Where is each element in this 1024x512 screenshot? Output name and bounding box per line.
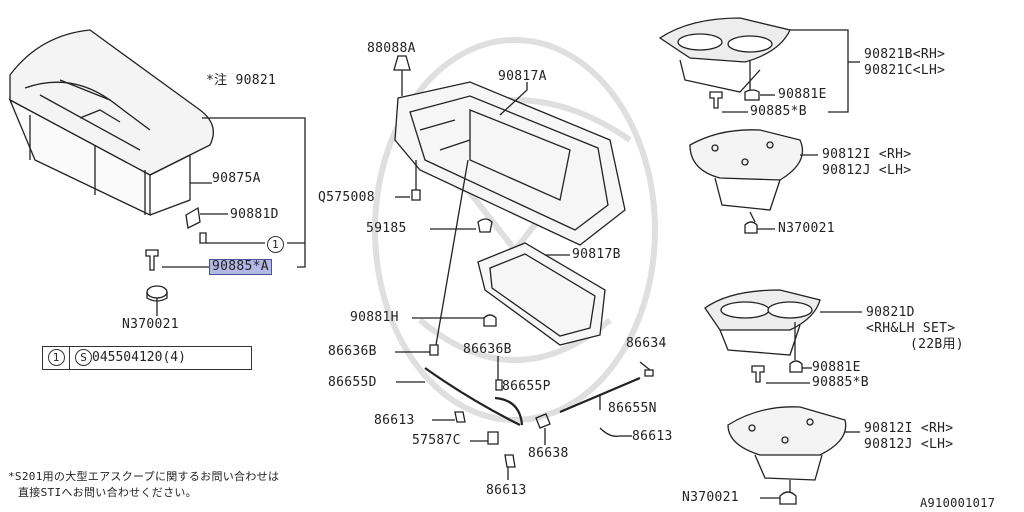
label-90885A-highlighted[interactable]: 90885*A bbox=[209, 259, 272, 275]
fastener-symbol-circle: S bbox=[75, 349, 92, 366]
scoop-base-upper-drawing bbox=[689, 129, 804, 211]
label-86634[interactable]: 86634 bbox=[626, 336, 667, 351]
label-90881E-2[interactable]: 90881E bbox=[812, 360, 861, 375]
diagram-id: A910001017 bbox=[920, 496, 996, 510]
label-rh-lh-set: <RH&LH SET> bbox=[866, 321, 956, 336]
label-86636B-1[interactable]: 86636B bbox=[328, 344, 377, 359]
label-86655P[interactable]: 86655P bbox=[502, 379, 551, 394]
label-90881E-1[interactable]: 90881E bbox=[778, 87, 827, 102]
label-86613-2[interactable]: 86613 bbox=[632, 429, 673, 444]
fastener-ref-circle: 1 bbox=[47, 349, 65, 366]
label-90885B-1[interactable]: 90885*B bbox=[750, 104, 807, 119]
label-Q575008[interactable]: Q575008 bbox=[318, 190, 375, 205]
label-90812J-1[interactable]: 90812J <LH> bbox=[822, 163, 912, 178]
tray-90817A-drawing bbox=[394, 81, 626, 246]
label-N370021-left[interactable]: N370021 bbox=[122, 317, 179, 332]
label-N370021-right-2[interactable]: N370021 bbox=[682, 490, 739, 505]
label-86636B-2[interactable]: 86636B bbox=[463, 342, 512, 357]
footnote-line-1: *S201用の大型エアスクープに関するお問い合わせは bbox=[8, 470, 280, 483]
label-90881H[interactable]: 90881H bbox=[350, 310, 399, 325]
label-22b-use: (22B用) bbox=[910, 337, 964, 352]
label-86655N[interactable]: 86655N bbox=[608, 401, 657, 416]
callout-1: 1 bbox=[267, 236, 284, 253]
label-86638[interactable]: 86638 bbox=[528, 446, 569, 461]
tray-90817B-drawing bbox=[477, 242, 606, 346]
small-scoop-top-drawing bbox=[658, 17, 791, 93]
scoop-base-lower-drawing bbox=[727, 406, 847, 481]
fastener-table-ref: 1 bbox=[43, 347, 70, 369]
label-90885B-2[interactable]: 90885*B bbox=[812, 375, 869, 390]
label-86655D[interactable]: 86655D bbox=[328, 375, 377, 390]
label-90881D[interactable]: 90881D bbox=[230, 207, 279, 222]
label-90812I-1[interactable]: 90812I <RH> bbox=[822, 147, 912, 162]
label-90817B[interactable]: 90817B bbox=[572, 247, 621, 262]
label-N370021-right-1[interactable]: N370021 bbox=[778, 221, 835, 236]
label-scoop-note[interactable]: *注 90821 bbox=[206, 73, 277, 88]
label-57587C[interactable]: 57587C bbox=[412, 433, 461, 448]
label-90812J-2[interactable]: 90812J <LH> bbox=[864, 437, 954, 452]
callout-1-circle: 1 bbox=[267, 236, 284, 253]
label-90821D[interactable]: 90821D bbox=[866, 305, 915, 320]
label-86613-3[interactable]: 86613 bbox=[486, 483, 527, 498]
small-scoop-middle-drawing bbox=[704, 289, 821, 356]
label-86613-1[interactable]: 86613 bbox=[374, 413, 415, 428]
label-90812I-2[interactable]: 90812I <RH> bbox=[864, 421, 954, 436]
label-90875A[interactable]: 90875A bbox=[212, 171, 261, 186]
label-90817A[interactable]: 90817A bbox=[498, 69, 547, 84]
fastener-part-number: 045504120(4) bbox=[92, 350, 186, 365]
hood-scoop-drawing bbox=[8, 29, 214, 217]
label-90821C[interactable]: 90821C<LH> bbox=[864, 63, 946, 78]
label-90821B[interactable]: 90821B<RH> bbox=[864, 47, 946, 62]
label-59185[interactable]: 59185 bbox=[366, 221, 407, 236]
footnote-line-2: 直接STIへお問い合わせください。 bbox=[18, 486, 197, 499]
label-88088A[interactable]: 88088A bbox=[367, 41, 416, 56]
